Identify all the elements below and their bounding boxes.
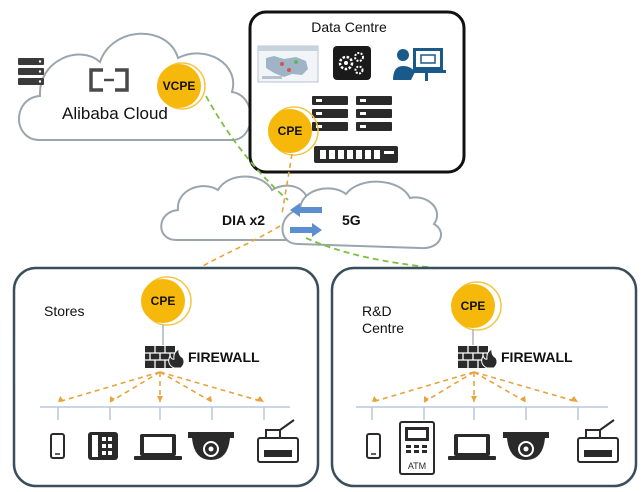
- vcpe-label: VCPE: [163, 79, 196, 93]
- printer-icon: [257, 419, 299, 463]
- firewall-icon: [145, 346, 185, 369]
- alibaba-cloud: Alibaba Cloud VCPE: [18, 32, 252, 141]
- firewall-icon: [458, 346, 498, 369]
- network-switch-icon: [314, 146, 398, 163]
- dc-cpe-node[interactable]: [268, 109, 312, 153]
- rd-centre-site: R&D Centre CPE FIREWALL: [330, 266, 638, 488]
- mobile-phone-icon: [366, 433, 381, 459]
- stores-site: Stores CPE FIREWALL: [12, 266, 320, 488]
- rd-centre-title-line1: R&D: [362, 303, 392, 319]
- stores-firewall-label: FIREWALL: [188, 349, 260, 365]
- alibaba-cloud-label: Alibaba Cloud: [62, 104, 168, 123]
- stores-cpe-node[interactable]: [141, 279, 185, 323]
- swap-arrows-icon: [290, 203, 322, 237]
- alibaba-logo-icon: [89, 68, 129, 92]
- stores-cpe-label: CPE: [151, 294, 176, 308]
- rd-cpe-node[interactable]: [451, 284, 495, 328]
- link-vcpe-to-wan: [205, 95, 289, 201]
- stores-box: [12, 266, 320, 488]
- server-rack-icon: [312, 96, 392, 131]
- dia-label: DIA x2: [222, 212, 265, 228]
- server-stack-icon: [18, 58, 44, 85]
- atm-icon: ATM: [399, 421, 435, 475]
- laptop-icon: [448, 434, 496, 460]
- desk-phone-icon: [88, 432, 118, 460]
- camera-icon: [188, 432, 234, 460]
- dc-cpe-label: CPE: [278, 124, 303, 138]
- fiveg-label: 5G: [342, 212, 361, 228]
- link-dc-to-dia: [281, 153, 293, 215]
- rd-cpe-label: CPE: [461, 299, 486, 313]
- atm-text: ATM: [408, 461, 426, 471]
- gears-icon: [333, 46, 371, 80]
- link-5g-to-rd: [305, 237, 471, 273]
- map-dashboard-icon: [257, 45, 319, 83]
- mobile-phone-icon: [50, 433, 65, 459]
- operator-workstation-icon: [393, 48, 446, 81]
- wan-clouds: DIA x2 5G: [160, 175, 442, 250]
- laptop-icon: [134, 434, 182, 460]
- rd-firewall-label: FIREWALL: [501, 349, 573, 365]
- rd-centre-title-line2: Centre: [362, 320, 404, 336]
- vcpe-node[interactable]: [157, 64, 201, 108]
- printer-icon: [577, 419, 619, 463]
- stores-distribution: [40, 371, 290, 420]
- rd-distribution: [356, 371, 608, 420]
- data-centre: Data Centre: [248, 10, 466, 174]
- link-dia-to-stores: [167, 225, 281, 291]
- data-centre-title: Data Centre: [311, 19, 387, 35]
- stores-title: Stores: [44, 303, 84, 319]
- connections: [167, 95, 471, 291]
- camera-icon: [503, 432, 549, 460]
